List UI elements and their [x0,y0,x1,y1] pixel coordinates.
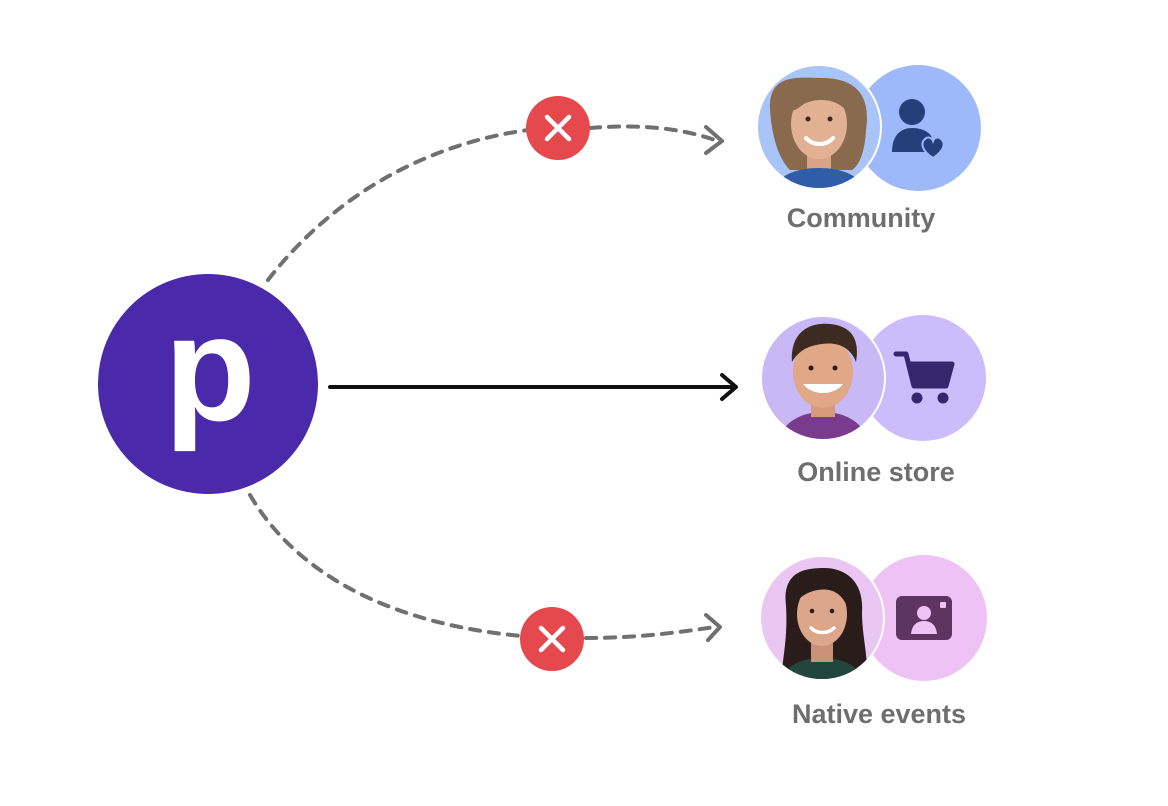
connector-community-tail [588,124,717,142]
destination-online-store: Online store [760,315,986,487]
brand-logo: p [98,274,318,494]
arrowhead-online-store [720,373,738,401]
destination-community: Community [756,64,981,233]
close-icon [538,625,566,653]
user-heart-icon [892,99,945,160]
avatar-online-store [762,317,884,439]
blocked-badge-native-events [520,607,584,671]
connector-community [266,128,530,282]
arrowhead-community [704,125,724,155]
avatar-community [758,66,880,188]
avatar-native-events [761,557,883,679]
shopping-cart-icon [893,351,955,404]
id-card-icon [896,596,952,640]
arrowhead-native-events [704,613,722,642]
destination-label-online-store: Online store [797,457,955,487]
blocked-badge-community [526,96,590,160]
connector-native-events-tail [584,625,717,640]
close-icon [544,114,572,142]
destination-label-community: Community [787,203,936,233]
brand-logo-letter: p [164,284,256,452]
destination-native-events: Native events [759,555,987,729]
connector-native-events [248,493,524,638]
destination-label-native-events: Native events [792,699,966,729]
